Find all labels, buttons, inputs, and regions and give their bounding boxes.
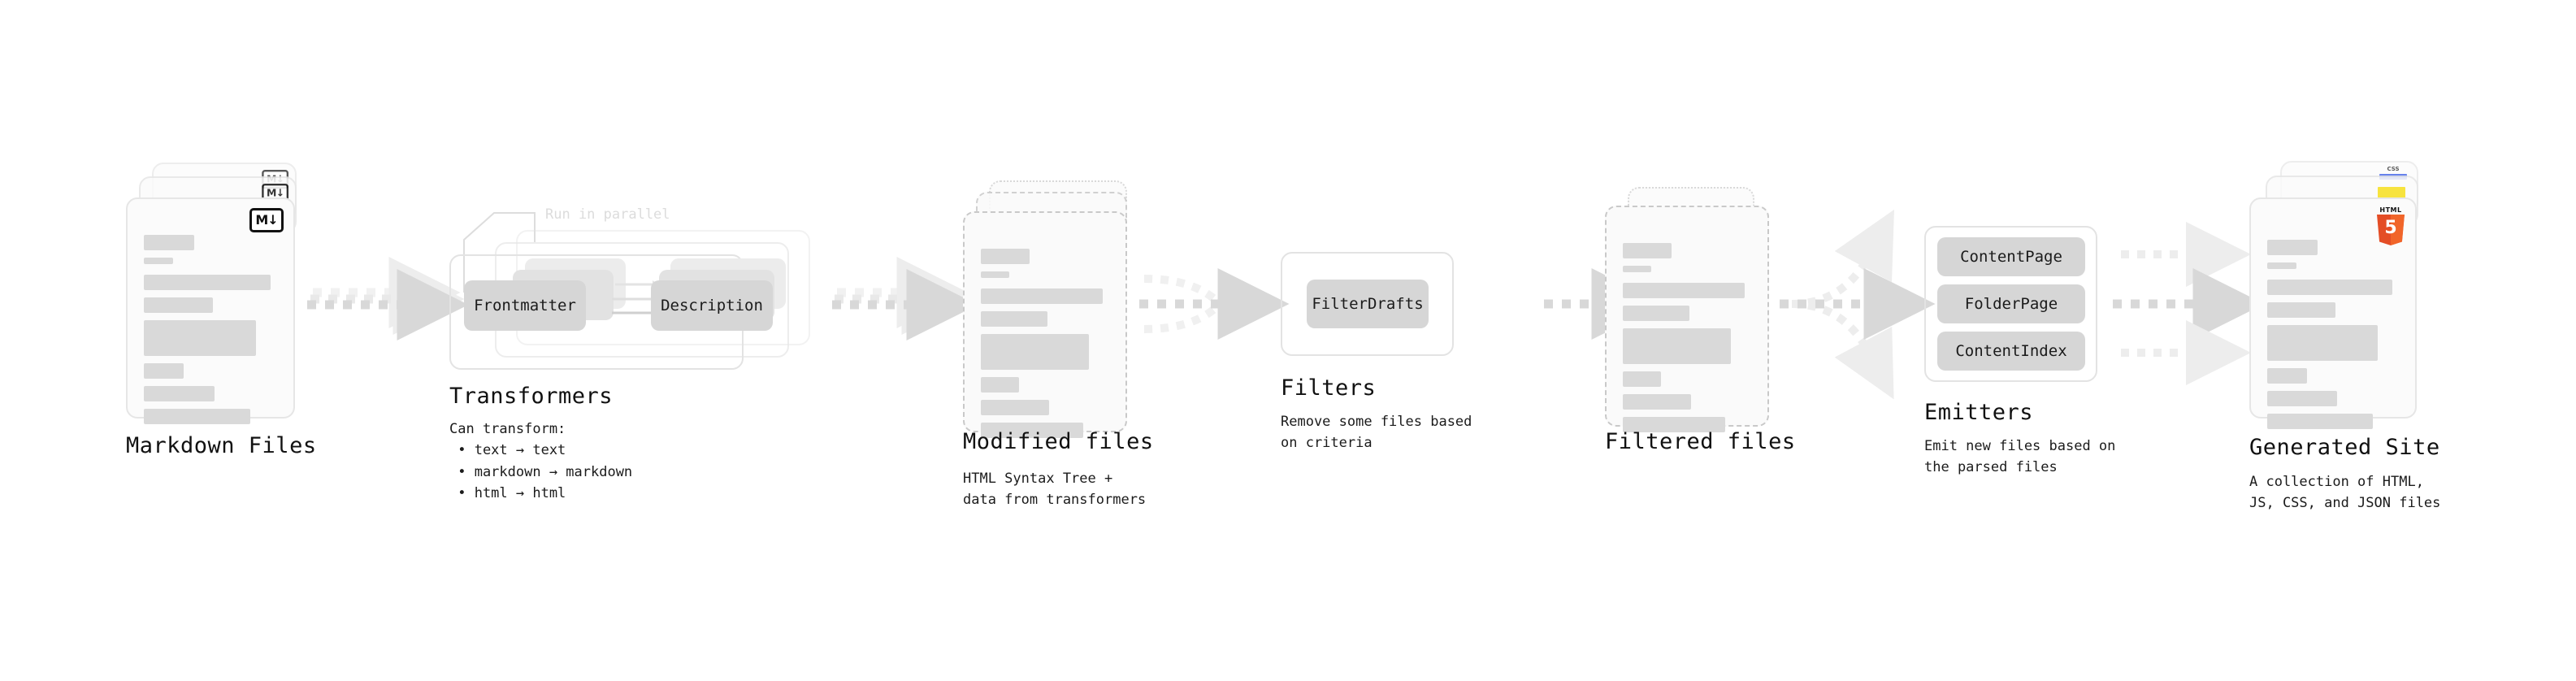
document-content-lines: [144, 235, 277, 432]
content-line: [981, 377, 1020, 393]
stage-title-filtered-files: Filtered files: [1605, 429, 1796, 454]
site-card-front: HTML 5: [2249, 197, 2417, 429]
stage-title-emitters: Emitters: [1924, 400, 2034, 425]
connector-modified-to-filters: [1139, 268, 1290, 340]
stage-subtitle-transformers: Can transform: • text → text • markdown …: [449, 421, 633, 502]
emitter-chip-label: ContentIndex: [1955, 342, 2067, 360]
emitter-chip-folderpage[interactable]: FolderPage: [1937, 284, 2085, 323]
connector-md-to-transformers: [307, 257, 469, 340]
content-line: [144, 320, 256, 356]
document-content-lines: [1623, 243, 1751, 440]
content-line: [1623, 371, 1662, 387]
content-line: [1623, 417, 1726, 432]
connector-emitters-to-site: [2113, 222, 2265, 385]
content-line: [981, 311, 1048, 327]
content-line: [2267, 302, 2336, 318]
content-line: [2267, 240, 2318, 255]
content-line: [981, 288, 1104, 304]
content-line: [144, 235, 195, 250]
content-line: [1623, 328, 1731, 364]
stage-subtitle-generated-site: A collection of HTML, JS, CSS, and JSON …: [2249, 474, 2441, 512]
content-line: [2267, 368, 2307, 384]
css-badge-label: CSS: [2387, 166, 2400, 172]
content-line: [981, 423, 1084, 438]
content-line: [981, 249, 1030, 264]
content-line: [2267, 325, 2379, 361]
stage-markdown-files: M↓ M↓ M↓: [126, 163, 313, 431]
transformer-chip-frontmatter[interactable]: Frontmatter: [464, 280, 586, 331]
emitters-box: [1924, 226, 2097, 382]
stage-title-modified-files: Modified files: [963, 429, 1154, 454]
content-line: [144, 409, 251, 424]
stage-title-generated-site: Generated Site: [2249, 435, 2440, 460]
markdown-card-front: M↓: [126, 197, 295, 424]
filters-box: [1281, 252, 1454, 356]
markdown-badge-icon: M↓: [249, 208, 284, 232]
content-line: [1623, 283, 1746, 298]
emitter-chip-contentpage[interactable]: ContentPage: [1937, 237, 2085, 276]
transformer-chip-description[interactable]: Description: [651, 280, 773, 331]
document-content-lines: [981, 249, 1109, 445]
stage-title-markdown-files: Markdown Files: [126, 433, 317, 458]
document-content-lines: [2267, 240, 2399, 436]
connector-filtered-to-emitters: [1780, 209, 1936, 400]
connector-transformers-to-modified: [832, 257, 978, 340]
modified-card-front: [963, 211, 1127, 438]
content-line: [981, 334, 1089, 370]
stage-filtered-files: [1605, 187, 1792, 439]
stage-subtitle-filters: Remove some files based on criteria: [1281, 414, 1472, 452]
html5-badge-icon: HTML 5: [2377, 207, 2405, 245]
content-line: [144, 386, 215, 401]
content-line: [1623, 394, 1691, 410]
filter-chip-filterdrafts[interactable]: FilterDrafts: [1307, 280, 1429, 328]
emitter-chip-label: FolderPage: [1964, 295, 2058, 313]
stage-modified-files: [963, 180, 1150, 440]
parallel-bracket: [463, 212, 536, 293]
filtered-card-front: [1605, 206, 1769, 432]
filter-chip-label: FilterDrafts: [1312, 295, 1424, 313]
content-line: [1623, 266, 1651, 272]
content-line: [144, 275, 271, 290]
stage-subtitle-modified-files: HTML Syntax Tree + data from transformer…: [963, 471, 1147, 509]
stage-title-filters: Filters: [1281, 375, 1377, 401]
run-in-parallel-label: Run in parallel: [545, 206, 670, 223]
stage-generated-site: CSS HTML 5: [2249, 161, 2444, 429]
content-line: [981, 271, 1009, 278]
content-line: [981, 400, 1049, 415]
content-line: [1623, 243, 1672, 258]
content-line: [2267, 414, 2373, 429]
stage-subtitle-emitters: Emit new files based on the parsed files: [1924, 438, 2116, 476]
transformer-chip-label: Frontmatter: [474, 297, 576, 314]
html5-badge-word: HTML: [2379, 206, 2402, 214]
transformer-chip-label: Description: [661, 297, 763, 314]
content-line: [1623, 306, 1690, 321]
content-line: [144, 258, 174, 264]
content-line: [144, 297, 214, 313]
content-line: [144, 363, 184, 379]
stage-title-transformers: Transformers: [449, 384, 614, 409]
content-line: [2267, 391, 2337, 406]
content-line: [2267, 262, 2296, 269]
emitter-chip-label: ContentPage: [1960, 248, 2062, 266]
emitter-chip-contentindex[interactable]: ContentIndex: [1937, 332, 2085, 371]
html5-badge-number: 5: [2384, 218, 2397, 238]
content-line: [2267, 280, 2392, 295]
